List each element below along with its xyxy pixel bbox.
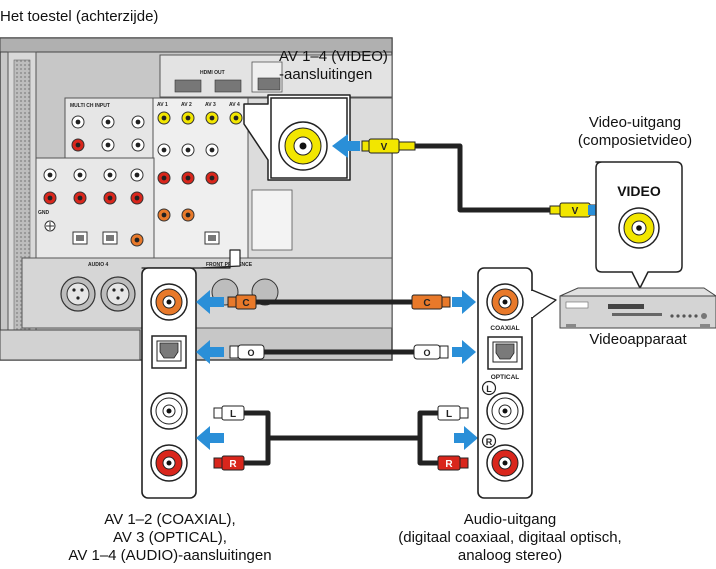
right-plug-label-right: R [445,459,453,470]
video-device [560,288,716,328]
right-channel-marker: R [486,437,493,447]
arrow-right-icon [452,290,476,314]
svg-text:AV 4: AV 4 [229,102,240,108]
coax-plug-label-left: C [242,298,249,309]
left-plug-label-left: L [230,409,236,420]
av-video-label-line1: AV 1–4 (VIDEO) [279,48,388,65]
multi-ch-input-label: MULTI CH INPUT [70,103,110,109]
video-out-label-line1: Video-uitgang [554,114,716,131]
arrow-left-icon [196,426,224,450]
video-plug-label-left: V [381,142,388,153]
optical-label: OPTICAL [491,374,520,381]
video-jack-label: VIDEO [617,183,661,199]
optical-plug-right-mark: O [423,348,430,358]
svg-text:AV 3: AV 3 [205,102,216,108]
video-out-label-line2: (composietvideo) [554,132,716,149]
coax-plug-label-right: C [423,298,430,309]
left-plug-label-right: L [446,409,452,420]
left-caption-line3: AV 1–4 (AUDIO)-aansluitingen [40,547,300,564]
left-channel-marker: L [486,384,492,394]
svg-text:AV 2: AV 2 [181,102,192,108]
audio-output-panel: COAXIAL OPTICAL L R [478,268,556,498]
device-caption: Het toestel (achterzijde) [0,8,158,25]
hdmi-out-label: HDMI OUT [200,70,225,76]
optical-plug-left-mark: O [247,348,254,358]
arrow-right-icon [454,426,478,450]
video-output-bubble: VIDEO [596,162,682,288]
video-plug-label-right: V [572,206,579,217]
left-caption-line1: AV 1–2 (COAXIAL), [40,511,300,528]
audio-out-label-line1: Audio-uitgang [365,511,655,528]
right-plug-label-left: R [229,459,237,470]
audio-out-label-line3: analoog stereo) [365,547,655,564]
video-device-label: Videoapparaat [560,331,716,348]
audio-section-label: AUDIO 4 [88,262,109,268]
left-caption-line2: AV 3 (OPTICAL), [40,529,300,546]
arrow-right-icon [452,340,476,364]
av-video-label-line2: -aansluitingen [279,66,372,83]
gnd-label: GND [38,210,50,216]
audio-out-label-line2: (digitaal coaxiaal, digitaal optisch, [365,529,655,546]
svg-text:AV 1: AV 1 [157,102,168,108]
coaxial-label: COAXIAL [490,325,519,332]
